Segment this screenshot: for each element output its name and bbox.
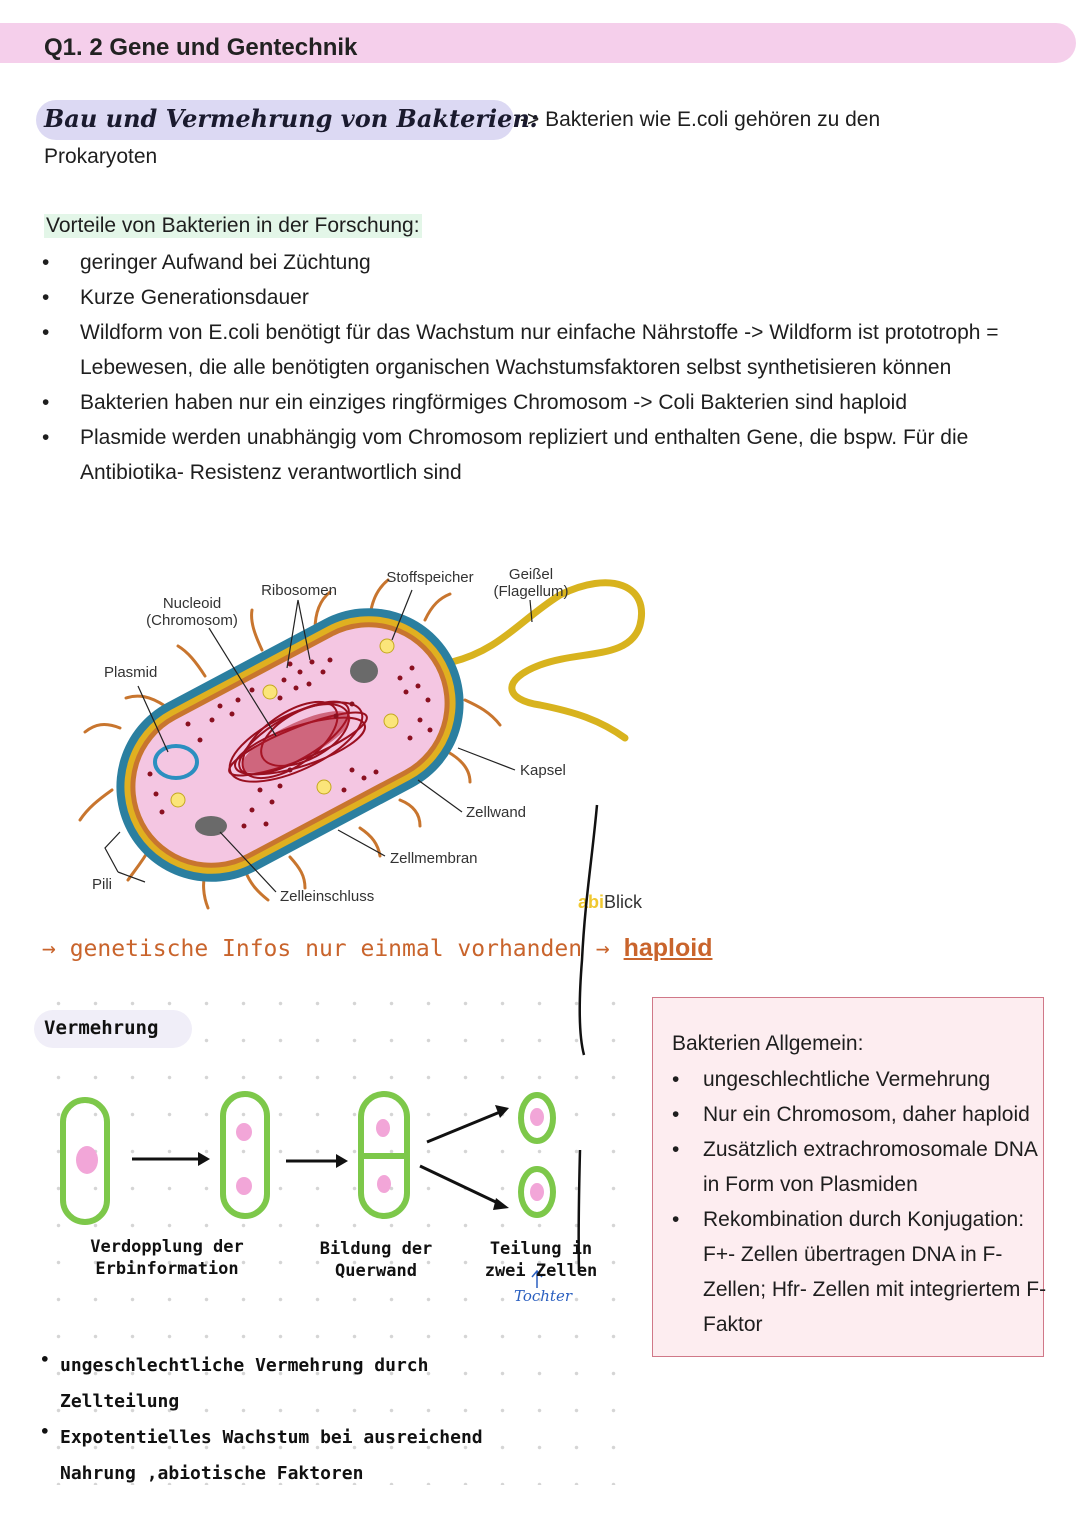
list-item: ungeschlechtliche Vermehrung [672,1062,1052,1097]
chromosome-blob [236,1123,252,1141]
arrow-up [427,1112,500,1142]
arrow-head [198,1152,210,1166]
vermehrung-notes: ungeschlechtliche Vermehrung durch Zellt… [40,1348,483,1492]
chromosome-blob [76,1146,98,1174]
chromosome-blob [236,1177,252,1195]
step-label-duplication: Verdopplung der Erbinformation [62,1236,272,1280]
cell-doubled [223,1094,267,1216]
step-label-division: Teilung in zwei Zellen [466,1238,616,1282]
step-label-septum: Bildung der Querwand [296,1238,456,1282]
chromosome-blob [377,1175,391,1193]
list-item-continued: Zellteilung [40,1384,483,1420]
tochter-annotation: Tochter [514,1287,572,1305]
list-item: Expotentielles Wachstum bei ausreichend [40,1420,483,1456]
info-box-title: Bakterien Allgemein: [672,1032,863,1056]
chromosome-blob [530,1183,544,1201]
chromosome-blob [530,1108,544,1126]
arrow-down [420,1166,500,1204]
list-item: Zusätzlich extrachromosomale DNA in Form… [672,1132,1052,1202]
hand-drawn-line [580,805,597,1055]
info-box-list: ungeschlechtliche Vermehrung Nur ein Chr… [672,1062,1052,1342]
list-item: Rekombination durch Konjugation: F+- Zel… [672,1202,1052,1342]
chromosome-blob [376,1119,390,1137]
list-item: Nur ein Chromosom, daher haploid [672,1097,1052,1132]
arrow-head [336,1154,348,1168]
list-item-continued: Nahrung ,abiotische Faktoren [40,1456,483,1492]
arrow-head [495,1105,509,1118]
cell-division-drawing [0,0,620,1320]
list-item: ungeschlechtliche Vermehrung durch [40,1348,483,1384]
arrow-head [493,1198,509,1210]
haploid-keyword: haploid [624,934,713,962]
